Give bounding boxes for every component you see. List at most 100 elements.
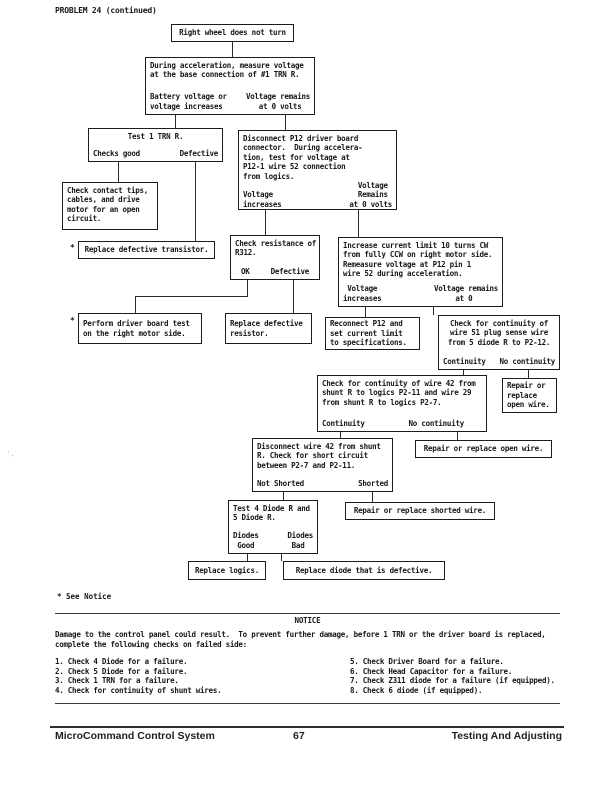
branch-label-right: Voltage remains at 0 volts xyxy=(246,92,310,111)
notice-top-rule xyxy=(55,613,560,614)
node-text: Replace defective transistor. xyxy=(84,245,209,255)
flow-connector xyxy=(247,554,248,561)
node-replace-diode: Replace diode that is defective. xyxy=(283,561,445,580)
node-text: Perform driver board test on the right m… xyxy=(83,319,190,338)
check-item: 3. Check 1 TRN for a failure. xyxy=(55,676,179,686)
node-text: Check resistance of R312. xyxy=(235,239,317,258)
branch-label-left: Voltage increases xyxy=(343,284,382,303)
branch-label-right: No continuity xyxy=(408,418,465,428)
node-reconnect-p12: Reconnect P12 and set current limit to s… xyxy=(325,317,420,350)
flow-connector xyxy=(372,492,373,502)
node-text: Increase current limit 10 turns CW from … xyxy=(343,241,493,279)
check-item: 1. Check 4 Diode for a failure. xyxy=(55,657,188,666)
check-item: 7. Check Z311 diode for a failure (if eq… xyxy=(350,676,555,686)
notice-body: Damage to the control panel could result… xyxy=(55,630,546,649)
footer-page-number: 67 xyxy=(293,730,305,742)
node-check-wire42: Check for continuity of wire 42 from shu… xyxy=(317,375,487,432)
branch-label-right: Voltage remains at 0 xyxy=(434,284,498,303)
node-text: Repair or replace open wire. xyxy=(507,381,550,410)
node-repair-open-small: Repair or replace open wire. xyxy=(502,378,557,413)
node-text: Repair or replace open wire. xyxy=(423,444,544,454)
branch-label-left: Continuity xyxy=(322,418,365,428)
branch-label-left: Diodes Good xyxy=(233,531,259,550)
node-check-contact: Check contact tips, cables, and drive mo… xyxy=(62,182,158,230)
node-text: Test 4 Diode R and 5 Diode R. xyxy=(233,504,310,523)
node-disconnect-p12: Disconnect P12 driver board connector. D… xyxy=(238,130,397,210)
node-increase-limit: Increase current limit 10 turns CW from … xyxy=(338,237,503,307)
node-right-wheel: Right wheel does not turn xyxy=(171,24,294,42)
check-item: 6. Check Head Capacitor for a failure. xyxy=(350,666,513,676)
node-text: Replace diode that is defective. xyxy=(295,565,433,575)
flow-connector xyxy=(528,370,529,378)
node-text: Replace logics. xyxy=(195,565,259,575)
branch-label-right: Diodes Bad xyxy=(287,531,313,550)
flow-connector xyxy=(433,307,434,315)
notice-title: NOTICE xyxy=(294,616,321,625)
flow-connector xyxy=(365,307,366,317)
check-item: 5. Check Driver Board for a failure. xyxy=(350,657,504,666)
node-check-resistance: Check resistance of R312. OK Defective xyxy=(230,235,320,280)
flow-connector xyxy=(135,296,136,313)
branch-label-right: Voltage Remains at 0 volts xyxy=(349,181,392,209)
checks-list-left: 1. Check 4 Diode for a failure. 2. Check… xyxy=(55,657,222,695)
flow-connector xyxy=(463,370,464,375)
flow-connector xyxy=(265,210,266,235)
branch-label-left: Voltage increases xyxy=(243,190,282,209)
flow-connector xyxy=(283,492,284,500)
flow-connector xyxy=(358,210,359,237)
branch-label-right: Defective xyxy=(270,266,310,276)
node-text: Disconnect wire 42 from shunt R. Check f… xyxy=(257,442,381,470)
flow-connector xyxy=(247,280,248,296)
node-replace-logics: Replace logics. xyxy=(188,561,266,580)
footer-section-title: Testing And Adjusting xyxy=(451,730,562,742)
node-disconnect-wire42: Disconnect wire 42 from shunt R. Check f… xyxy=(252,438,393,492)
see-notice-note: * See Notice xyxy=(57,592,112,601)
branch-label-left: Continuity xyxy=(443,356,486,366)
branch-label-right: No continuity xyxy=(499,356,556,366)
node-replace-resistor: Replace defective resistor. xyxy=(225,313,312,344)
node-driver-board-test: Perform driver board test on the right m… xyxy=(78,313,202,344)
flow-connector xyxy=(175,115,176,128)
node-text: Replace defective resistor. xyxy=(230,319,303,338)
problem-header: PROBLEM 24 (continued) xyxy=(55,6,157,15)
asterisk-marker: * xyxy=(70,243,75,252)
notice-bottom-rule xyxy=(55,703,560,704)
flow-connector xyxy=(293,280,294,313)
node-repair-open-wide: Repair or replace open wire. xyxy=(415,440,552,458)
node-replace-transistor: Replace defective transistor. xyxy=(78,241,215,259)
flow-connector xyxy=(340,432,341,438)
node-measure-voltage: During acceleration, measure voltage at … xyxy=(145,57,315,115)
node-text: During acceleration, measure voltage at … xyxy=(150,61,304,80)
flow-connector xyxy=(118,162,119,182)
node-text: Disconnect P12 driver board connector. D… xyxy=(243,134,363,181)
node-repair-shorted: Repair or replace shorted wire. xyxy=(345,502,495,520)
flow-connector xyxy=(195,162,196,241)
node-text: Reconnect P12 and set current limit to s… xyxy=(330,319,407,348)
node-text: Repair or replace shorted wire. xyxy=(353,506,487,516)
branch-label-left: OK xyxy=(241,266,250,276)
branch-label-right: Defective xyxy=(179,148,219,158)
node-test-diodes: Test 4 Diode R and 5 Diode R. Diodes Goo… xyxy=(228,500,318,554)
node-text: Test 1 TRN R. xyxy=(127,132,184,141)
branch-label-left: Battery voltage or voltage increases xyxy=(150,92,227,111)
branch-label-left: Checks good xyxy=(93,148,140,158)
check-item: 2. Check 5 Diode for a failure. xyxy=(55,666,188,676)
checks-list-right: 5. Check Driver Board for a failure. 6. … xyxy=(350,657,555,695)
flow-connector xyxy=(281,554,282,561)
node-text: Check for continuity of wire 42 from shu… xyxy=(322,379,476,407)
branch-label-left: Not Shorted xyxy=(257,478,304,488)
node-text: Check for continuity of wire 51 plug sen… xyxy=(447,319,551,347)
flow-connector xyxy=(232,42,233,57)
flow-connector xyxy=(285,115,286,130)
node-text: Check contact tips, cables, and drive mo… xyxy=(67,186,149,224)
footer-manual-title: MicroCommand Control System xyxy=(55,730,215,742)
node-check-wire51: Check for continuity of wire 51 plug sen… xyxy=(438,315,560,370)
footer-rule xyxy=(50,726,564,728)
node-test-trn: Test 1 TRN R. Checks good Defective xyxy=(88,128,223,162)
check-item: 4. Check for continuity of shunt wires. xyxy=(55,685,222,695)
scan-artifact: ·, xyxy=(5,447,17,458)
flow-connector xyxy=(135,296,248,297)
node-text: Right wheel does not turn xyxy=(179,28,286,38)
flow-connector xyxy=(457,432,458,440)
